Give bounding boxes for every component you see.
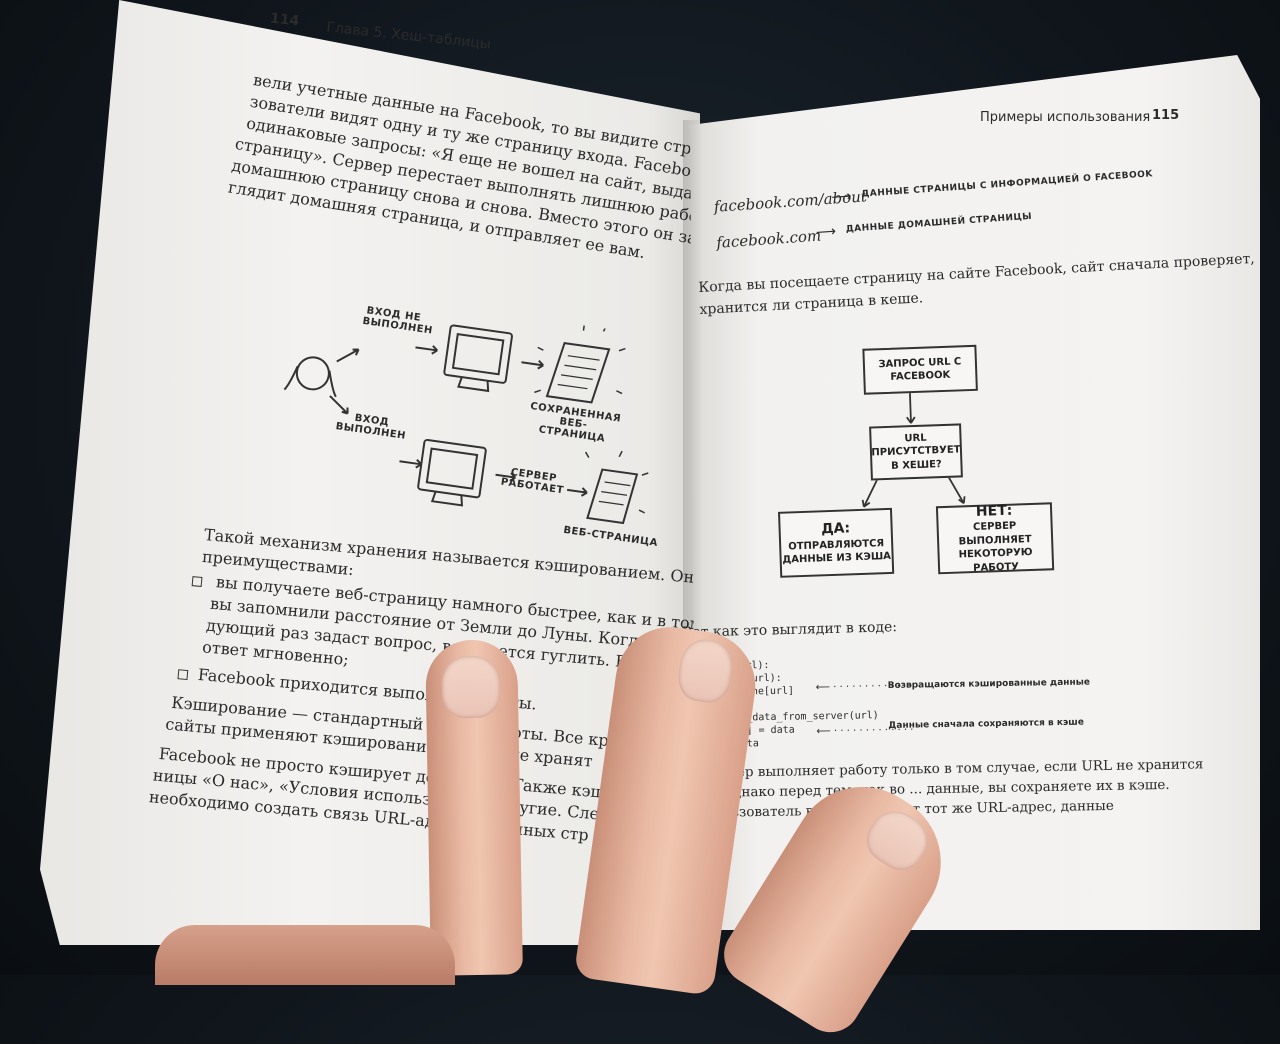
diagram-drawing — [283, 324, 649, 525]
scroll-icon — [545, 341, 611, 404]
flow-no-box: НЕТ: СЕРВЕР ВЫПОЛНЯЕТ НЕКОТОРУЮ РАБОТУ — [935, 502, 1055, 575]
flow-start-box: ЗАПРОС URL С FACEBOOK — [862, 344, 978, 395]
left-page — [40, 0, 700, 945]
cache-flowchart: ЗАПРОС URL С FACEBOOK URL ПРИСУТСТВУЕТ В… — [770, 330, 1069, 590]
code-annotation: Возвращаются кэшированные данные — [887, 677, 1091, 691]
mapping-value: ДАННЫЕ СТРАНИЦЫ С ИНФОРМАЦИЕЙ О FACEBOOK — [861, 169, 1154, 200]
code-block: {} age(url): e.get(url): rn cache[url] =… — [715, 640, 1167, 758]
scroll-icon — [586, 468, 639, 525]
monitor-icon — [417, 438, 487, 499]
fingernail — [675, 636, 736, 706]
right-page — [690, 55, 1260, 930]
checkbox-bullet — [177, 669, 189, 681]
flow-decision-box: URL ПРИСУТСТВУЕТ В ХЕШЕ? — [869, 423, 963, 481]
left-page-number: 114 — [269, 10, 300, 30]
yes-text: ОТПРАВЛЯЮТСЯ ДАННЫЕ ИЗ КЭША — [782, 538, 892, 567]
flowchart-arrows — [861, 390, 966, 508]
flow-yes-box: ДА: ОТПРАВЛЯЮТСЯ ДАННЫЕ ИЗ КЭША — [778, 507, 895, 578]
checkbox-bullet — [191, 576, 203, 587]
index-finger — [425, 639, 523, 976]
yes-title: ДА: — [820, 520, 851, 538]
user-icon — [295, 356, 330, 391]
mapping-key: facebook.com — [715, 226, 822, 252]
right-page-number: 115 — [1152, 108, 1180, 123]
no-title: НЕТ: — [975, 502, 1013, 520]
arrow-icon: ⟶ — [815, 223, 837, 241]
no-text: СЕРВЕР ВЫПОЛНЯЕТ НЕКОТОРУЮ РАБОТУ — [958, 520, 1033, 574]
login-diagram: ВХОД НЕ ВЫПОЛНЕН ВХОД ВЫПОЛНЕН СОХРАНЕНН… — [259, 285, 671, 595]
arrow-icon: ⟶ — [830, 188, 853, 206]
photo-scene: 114 Глава 5. Хеш-таблицы вели учетные да… — [40, 0, 1260, 1044]
monitor-icon — [443, 324, 513, 384]
right-running-header: Примеры использования — [980, 110, 1151, 125]
code-annotation: Данные сначала сохраняются в кэше — [888, 717, 1085, 731]
thumb-base — [155, 925, 455, 985]
mapping-value: ДАННЫЕ ДОМАШНЕЙ СТРАНИЦЫ — [845, 211, 1033, 235]
fingernail — [441, 655, 501, 719]
